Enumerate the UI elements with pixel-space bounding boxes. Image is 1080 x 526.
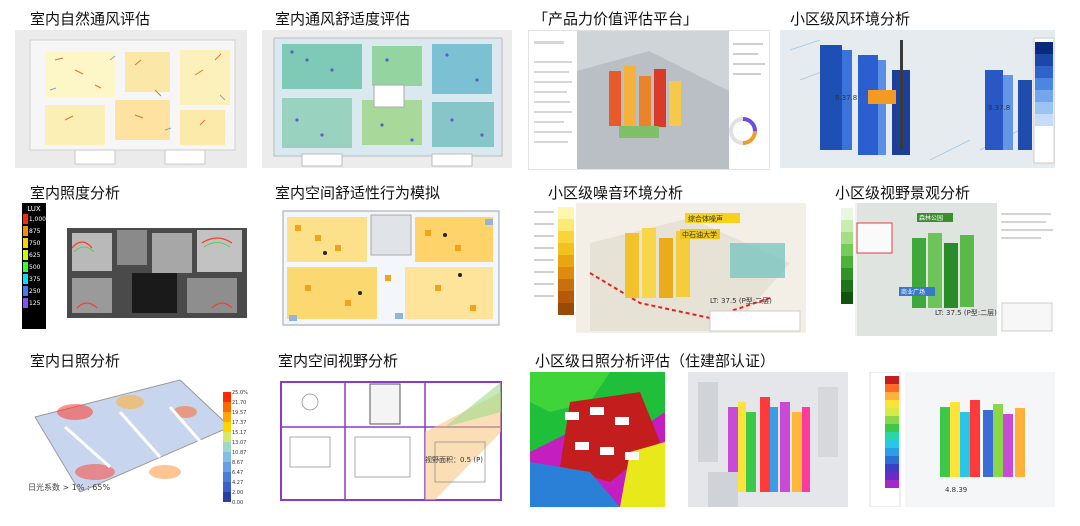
title-indoor-ventilation-comfort: 室内通风舒适度评估 [275, 10, 411, 28]
sunlight-tick-label: 15.17 [232, 430, 247, 436]
sunlight-tick-label: 21.70 [232, 400, 247, 406]
illuminance-legend: LUX 1,000 875 750 625 500 375 250 125 [22, 203, 46, 329]
title-indoor-natural-ventilation: 室内自然通风评估 [30, 10, 151, 28]
illuminance-tick-label: 625 [29, 251, 41, 259]
illuminance-tick: 1,000 [22, 213, 46, 225]
indoor-behavior-sim-image [275, 205, 507, 331]
sunlight-tick-label: 19.57 [232, 410, 247, 416]
sunlight-tick-label: 2.00 [232, 490, 244, 496]
title-product-value-platform: 「产品力价值评估平台」 [533, 10, 699, 28]
illuminance-tick: 125 [22, 297, 46, 309]
illuminance-tick: 625 [22, 249, 46, 261]
noise-note: LT: 37.5 (P型:二层) [710, 296, 772, 305]
sunlight-tick-label: 17.37 [232, 420, 247, 426]
illuminance-swatch [23, 214, 28, 224]
sunlight-tick-label: 10.87 [232, 450, 247, 456]
community-wind-image: 8.37.8 8.37.8 [780, 30, 1055, 168]
illuminance-swatch [23, 262, 28, 272]
illuminance-swatch [23, 286, 28, 296]
illuminance-tick: 750 [22, 237, 46, 249]
indoor-sunlight-image: 25.0% 21.70 19.57 17.37 15.17 13.07 10.87 8.67 6… [20, 372, 248, 507]
illuminance-swatch [23, 274, 28, 284]
community-view-image: 森林公园 商业广场 LT: 37.5 (P型:二层) [817, 203, 1057, 336]
sunlight-tick-label: 6.47 [232, 470, 244, 476]
indoor-illuminance-image [62, 218, 252, 326]
illuminance-tick: 250 [22, 285, 46, 297]
title-community-view: 小区级视野景观分析 [835, 184, 971, 202]
illuminance-tick: 500 [22, 261, 46, 273]
noise-zone-label: 综合体噪声 [688, 214, 723, 223]
sunlight-tick-label: 0.00 [232, 500, 244, 506]
title-indoor-illuminance: 室内照度分析 [30, 184, 121, 202]
illuminance-swatch [23, 298, 28, 308]
illuminance-tick-label: 875 [29, 227, 41, 235]
community-sunlight-3d [688, 372, 848, 507]
view-park-label: 森林公园 [919, 214, 943, 222]
illuminance-tick-label: 125 [29, 299, 41, 307]
illuminance-swatch [23, 250, 28, 260]
illuminance-tick: 375 [22, 273, 46, 285]
illuminance-tick: 875 [22, 225, 46, 237]
noise-school-label: 中石油大学 [682, 230, 717, 239]
illuminance-tick-label: 500 [29, 263, 41, 271]
indoor-natural-ventilation-image [15, 30, 247, 168]
indoor-view-label: 视野面积：0.5 (P) [425, 455, 483, 464]
community-sunlight-map [530, 372, 665, 507]
title-community-sunlight-cert: 小区级日照分析评估（住建部认证） [535, 352, 776, 370]
indoor-view-image: 视野面积：0.5 (P) [275, 372, 507, 507]
title-community-noise: 小区级噪音环境分析 [548, 184, 684, 202]
illuminance-swatch [23, 238, 28, 248]
view-note: LT: 37.5 (P型:二层) [935, 308, 997, 317]
indoor-ventilation-comfort-image [262, 30, 512, 168]
sunlight-tick-label: 25.0% [232, 390, 248, 396]
sunlight-legend-ticks: 25.0% 21.70 19.57 17.37 15.17 13.07 10.87 8.67 6… [232, 390, 248, 506]
product-value-platform-image [528, 30, 770, 170]
sunlight-tick-label: 13.07 [232, 440, 247, 446]
illuminance-tick-label: 375 [29, 275, 41, 283]
illuminance-ticks: 1,000 875 750 625 500 375 250 125 [22, 213, 46, 309]
sunlight-tick-label: 8.67 [232, 460, 244, 466]
illuminance-unit: LUX [27, 205, 41, 213]
illuminance-tick-label: 750 [29, 239, 41, 247]
wind-label-a: 8.37.8 [835, 94, 857, 102]
sunlight-tick-label: 4.27 [232, 480, 244, 486]
illuminance-swatch [23, 226, 28, 236]
view-mall-label: 商业广场 [901, 288, 925, 296]
illuminance-tick-label: 1,000 [28, 215, 46, 223]
illuminance-tick-label: 250 [29, 287, 41, 295]
title-community-wind: 小区级风环境分析 [790, 10, 911, 28]
title-indoor-behavior-sim: 室内空间舒适性行为模拟 [275, 184, 441, 202]
sun-cert-label: 4.8.39 [945, 486, 967, 494]
title-indoor-view: 室内空间视野分析 [278, 352, 399, 370]
community-noise-image: 综合体噪声 中石油大学 LT: 37.5 (P型:二层) [530, 203, 806, 333]
title-indoor-sunlight: 室内日照分析 [30, 352, 121, 370]
sunlight-note: 日光系数 > 1% : 65% [28, 483, 111, 492]
community-sunlight-cert-image: 4.8.39 [865, 372, 1055, 507]
wind-label-b: 8.37.8 [988, 104, 1010, 112]
